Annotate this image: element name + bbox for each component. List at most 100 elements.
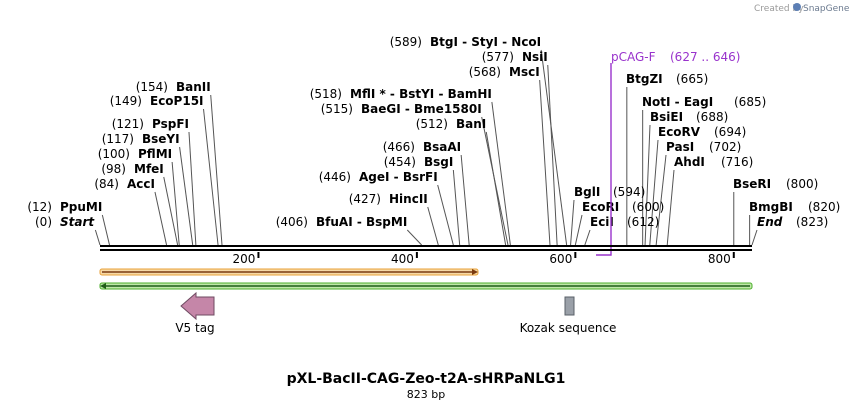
site-name-bseyi[interactable]: BseYI xyxy=(142,132,180,146)
site-name-bfuai-bspmi[interactable]: BfuAI - BspMI xyxy=(316,215,407,229)
site-pos-agei: (446) xyxy=(319,170,351,184)
site-leader-line xyxy=(481,116,509,246)
site-name-hincii[interactable]: HincII xyxy=(389,192,428,206)
site-name-pspfi[interactable]: PspFI xyxy=(152,117,189,131)
site-name-noti-eagi[interactable]: NotI - EagI xyxy=(642,95,713,109)
site-name-msci[interactable]: MscI xyxy=(509,65,540,79)
site-leader-line xyxy=(547,64,558,246)
site-pos-bsaai: (466) xyxy=(383,140,415,154)
site-pos-btgzi: (665) xyxy=(676,72,708,86)
site-leader-line xyxy=(539,79,551,246)
site-pos-bani: (512) xyxy=(416,117,448,131)
site-pos-ecop15i: (149) xyxy=(110,94,142,108)
feature-v5-tag[interactable]: V5 tag xyxy=(175,291,215,335)
site-leader-line xyxy=(406,229,423,246)
site-name-banii[interactable]: BanII xyxy=(176,80,211,94)
site-leader-line xyxy=(540,49,568,246)
site-name-acci[interactable]: AccI xyxy=(127,177,155,191)
site-leader-line xyxy=(210,94,223,246)
site-pos-banii: (154) xyxy=(136,80,168,94)
site-leader-line xyxy=(188,131,197,246)
primer-range: (627 .. 646) xyxy=(670,50,740,64)
site-leader-line xyxy=(171,161,180,246)
ruler-tick-label: 200 xyxy=(233,252,256,266)
site-name-mfli-bstyi-bamhi[interactable]: MflI * - BstYI - BamHI xyxy=(350,87,492,101)
site-name-ecii[interactable]: EciI xyxy=(590,215,614,229)
site-name-mfei[interactable]: MfeI xyxy=(134,162,164,176)
site-pos-baegi: (515) xyxy=(321,102,353,116)
site-pos-btgi: (589) xyxy=(390,35,422,49)
site-leader-line xyxy=(94,229,101,246)
plasmid-title: pXL-BacII-CAG-Zeo-t2A-sHRPaNLG1 xyxy=(287,371,566,387)
site-pos-mfei: (98) xyxy=(101,162,126,176)
snapgene-brand: SnapGene xyxy=(803,4,850,14)
site-name-bseri[interactable]: BseRI xyxy=(733,177,771,191)
site-leader-line xyxy=(437,184,454,246)
site-leader-line xyxy=(644,124,651,246)
site-pos-ppumi: (12) xyxy=(27,200,52,214)
site-name-ecorv[interactable]: EcoRV xyxy=(658,125,701,139)
site-pos-bseyi: (117) xyxy=(102,132,134,146)
site-name-bmgbi[interactable]: BmgBI xyxy=(749,200,793,214)
forward-strand-bar[interactable] xyxy=(99,268,479,276)
site-leader-line xyxy=(179,146,194,246)
site-pos-bgli: (594) xyxy=(613,185,645,199)
kozak-box-icon xyxy=(564,296,575,316)
site-leader-line xyxy=(427,206,439,246)
site-leader-line xyxy=(570,199,575,246)
site-leader-line xyxy=(649,139,659,246)
site-pos-bseri: (800) xyxy=(786,177,818,191)
site-pos-ahdi: (716) xyxy=(721,155,753,169)
reverse-strand-bar[interactable] xyxy=(99,282,753,290)
site-name-ppumi[interactable]: PpuMI xyxy=(60,200,102,214)
site-pos-mfli: (518) xyxy=(310,87,342,101)
site-name-bani[interactable]: BanI xyxy=(456,117,486,131)
site-pos-end: (823) xyxy=(796,215,828,229)
site-leader-line xyxy=(491,101,511,246)
site-name-bsgi[interactable]: BsgI xyxy=(424,155,453,169)
site-name-btgi-styi-ncoi[interactable]: BtgI - StyI - NcoI xyxy=(430,35,541,49)
site-name-start[interactable]: Start xyxy=(60,215,95,229)
site-name-bsiei[interactable]: BsiEI xyxy=(650,110,683,124)
site-pos-bmgbi: (820) xyxy=(808,200,840,214)
site-name-pasi[interactable]: PasI xyxy=(666,140,694,154)
site-pos-pflmi: (100) xyxy=(98,147,130,161)
site-name-agei-bsrfi[interactable]: AgeI - BsrFI xyxy=(359,170,438,184)
site-name-nsii[interactable]: NsiI xyxy=(522,50,548,64)
site-leader-line xyxy=(203,108,219,246)
site-name-ecop15i[interactable]: EcoP15I xyxy=(150,94,204,108)
site-name-ecori[interactable]: EcoRI xyxy=(582,200,619,214)
site-leader-line xyxy=(751,229,758,246)
site-name-baegi-bme1580i[interactable]: BaeGI - Bme1580I xyxy=(361,102,482,116)
primer-pcag-f[interactable]: pCAG-F (627 .. 646) xyxy=(596,50,740,256)
site-name-bsaai[interactable]: BsaAI xyxy=(423,140,461,154)
kozak-label: Kozak sequence xyxy=(520,321,617,335)
site-leader-line xyxy=(655,154,667,246)
site-pos-start: (0) xyxy=(35,215,52,229)
site-pos-bsiei: (688) xyxy=(696,110,728,124)
site-name-end[interactable]: End xyxy=(757,215,783,229)
site-pos-acci: (84) xyxy=(94,177,119,191)
primer-arrow xyxy=(596,63,612,256)
site-pos-ecori: (600) xyxy=(632,200,664,214)
site-pos-msci: (568) xyxy=(469,65,501,79)
snapgene-logo-icon xyxy=(793,3,801,11)
site-pos-pasi: (702) xyxy=(709,140,741,154)
forward-arrowhead-icon xyxy=(472,269,478,275)
primer-name[interactable]: pCAG-F xyxy=(611,50,656,64)
feature-kozak[interactable]: Kozak sequence xyxy=(520,296,617,335)
site-pos-bfuai: (406) xyxy=(276,215,308,229)
ruler-tick-label: 800 xyxy=(708,252,731,266)
site-name-btgzi[interactable]: BtgZI xyxy=(626,72,663,86)
site-pos-hincii: (427) xyxy=(349,192,381,206)
site-leader-line xyxy=(452,169,461,246)
ruler-tick-label: 400 xyxy=(391,252,414,266)
site-pos-pspfi: (121) xyxy=(112,117,144,131)
site-name-bgli[interactable]: BglI xyxy=(574,185,600,199)
site-name-pflmi[interactable]: PflMI xyxy=(138,147,172,161)
site-leader-line xyxy=(584,229,591,246)
created-by-text: Created by xyxy=(754,4,804,14)
site-name-ahdi[interactable]: AhdI xyxy=(674,155,705,169)
